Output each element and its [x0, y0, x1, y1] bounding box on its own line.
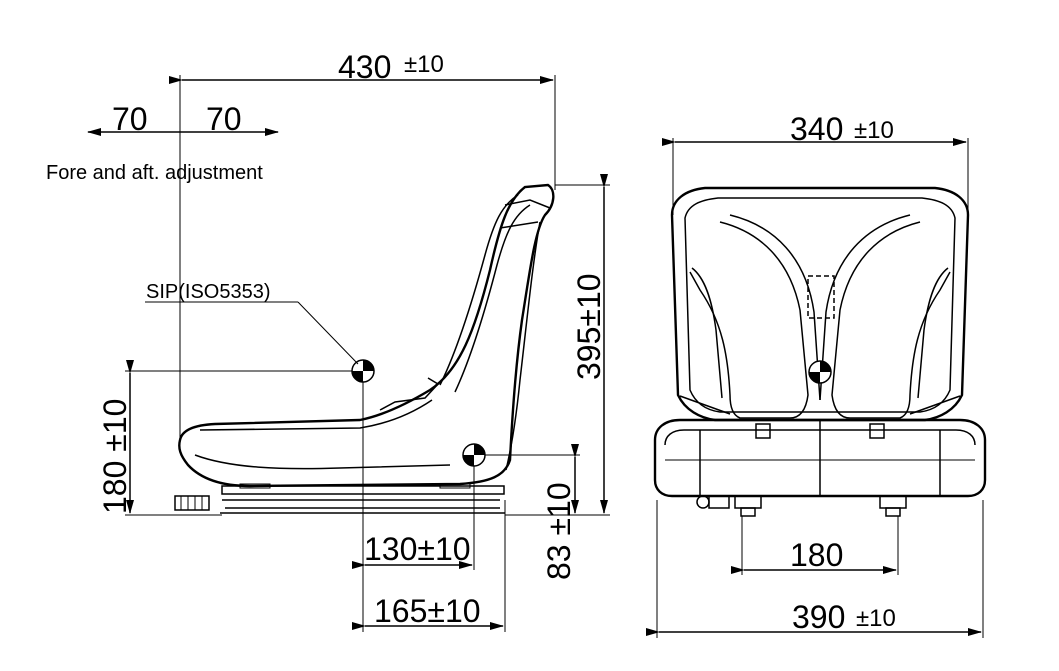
adjust-note: Fore and aft. adjustment — [46, 162, 263, 184]
base-width-value: 390 — [792, 599, 845, 635]
rail-offset-value: 83 ±10 — [541, 482, 577, 580]
sip-rear-value: 165±10 — [374, 593, 481, 629]
depth-tolerance: ±10 — [404, 51, 444, 78]
sip-pivot-value: 130±10 — [364, 531, 471, 567]
depth-value: 430 — [338, 49, 391, 85]
sip-label: SIP(ISO5353) — [146, 281, 271, 303]
top-width-value: 340 — [790, 111, 843, 147]
sip-marker — [351, 359, 375, 383]
front-view — [646, 138, 987, 638]
cushion-outline — [653, 418, 987, 498]
front-sip-marker — [808, 360, 832, 384]
pivot-marker — [462, 443, 486, 467]
sip-height-value: 180 ±10 — [97, 399, 133, 514]
backrest-outline — [670, 186, 970, 422]
back-height-value: 395±10 — [571, 273, 607, 380]
adjust-forward-value: 70 — [206, 101, 242, 137]
adjust-back-value: 70 — [112, 101, 148, 137]
mount-spacing-value: 180 — [790, 537, 843, 573]
seat-side-outline — [174, 183, 555, 514]
side-view — [87, 75, 610, 632]
top-width-tolerance: ±10 — [854, 117, 894, 144]
base-width-tolerance: ±10 — [856, 605, 896, 632]
